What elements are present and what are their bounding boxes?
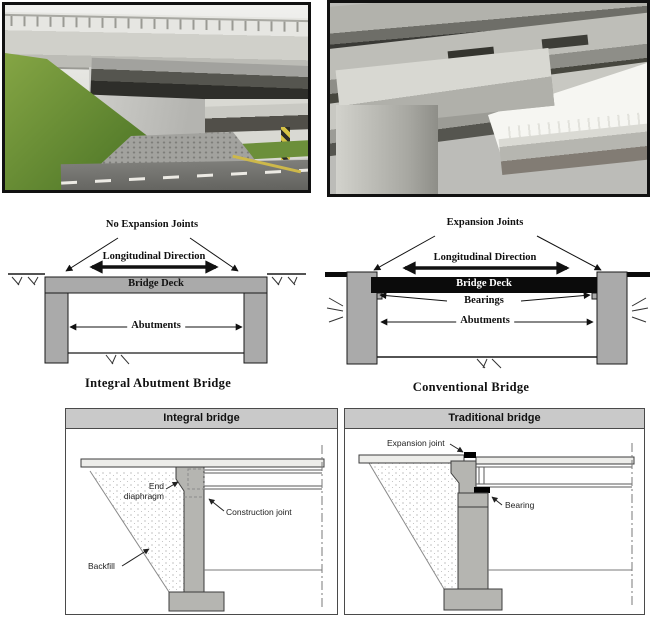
traditional-panel-header: Traditional bridge (345, 409, 644, 429)
traditional-section-drawing (358, 443, 635, 611)
abutments-label: Abutments (127, 320, 185, 331)
end-diaphragm-label: End diaphragm (123, 481, 164, 501)
integral-diagram-drawing (8, 237, 306, 365)
construction-joint-label: Construction joint (226, 507, 292, 517)
backfill-area (90, 471, 184, 592)
longitudinal-direction-label: Longitudinal Direction (433, 252, 537, 263)
bearing-pad (474, 487, 490, 493)
expansion-joints-pointer-arrows (373, 235, 602, 271)
photo-road (60, 154, 308, 190)
photo-second-bridge (205, 103, 308, 133)
bridge-deck-shape (371, 277, 597, 293)
left-abutment-shape (44, 292, 69, 364)
soil-hatch-marks (11, 276, 298, 365)
photo-bridge-railing (5, 13, 308, 33)
traditional-bridge-panel: Traditional bridge (344, 408, 645, 615)
longitudinal-direction-label: Longitudinal Direction (102, 251, 206, 262)
embedded-girder-dashed (187, 468, 205, 490)
integral-abutment-diagram: No Expansion Joints Longitudinal Directi… (0, 212, 325, 408)
bridge-deck-shape (44, 276, 268, 294)
girder-flange-lines (204, 469, 322, 490)
soil-hatch-marks (326, 297, 649, 369)
conventional-diagram-caption: Conventional Bridge (412, 380, 530, 394)
bearings-label: Bearings (461, 295, 507, 306)
leader-arrows (449, 443, 503, 506)
right-abutment-shape (596, 271, 628, 365)
no-expansion-joints-pointer-arrows (65, 237, 239, 272)
expansion-joint-marker (464, 452, 476, 458)
conventional-diagram-drawing (325, 235, 650, 369)
conventional-bridge-photo (327, 0, 650, 197)
integral-section-drawing (80, 445, 325, 612)
backfill-area (369, 463, 459, 589)
deck-slab (475, 456, 635, 465)
right-abutment-shape (243, 292, 268, 364)
backfill-label: Backfill (88, 561, 115, 571)
leader-arrows (121, 481, 225, 567)
integral-bridge-photo (2, 2, 311, 193)
expansion-joint-label: Expansion joint (387, 438, 445, 448)
bridge-deck-label: Bridge Deck (128, 278, 184, 289)
abutment-stem (457, 492, 489, 590)
footing (443, 588, 503, 611)
abutments-label: Abutments (456, 315, 514, 326)
integral-diagram-caption: Integral Abutment Bridge (84, 376, 232, 390)
expansion-joints-label: Expansion Joints (446, 217, 524, 228)
no-expansion-joints-label: No Expansion Joints (105, 219, 199, 230)
girder-lines (476, 466, 632, 488)
right-bearing-seat (591, 292, 598, 300)
footing (168, 591, 225, 612)
deck-slab (80, 458, 325, 468)
backfill-slope-line (89, 470, 170, 593)
integral-bridge-panel: Integral bridge (65, 408, 338, 615)
photo-lane-marking (61, 168, 308, 185)
conventional-bridge-diagram: Expansion Joints Longitudinal Direction … (325, 210, 650, 408)
approach-slab (358, 454, 465, 464)
bearings-pointer-arrows (379, 292, 591, 302)
bearing-label: Bearing (505, 500, 535, 510)
integral-panel-header: Integral bridge (66, 409, 337, 429)
bridge-deck-label: Bridge Deck (456, 278, 512, 289)
backfill-slope-line (368, 462, 445, 590)
photo-pier-column (336, 105, 438, 194)
left-bearing-seat (376, 292, 383, 300)
